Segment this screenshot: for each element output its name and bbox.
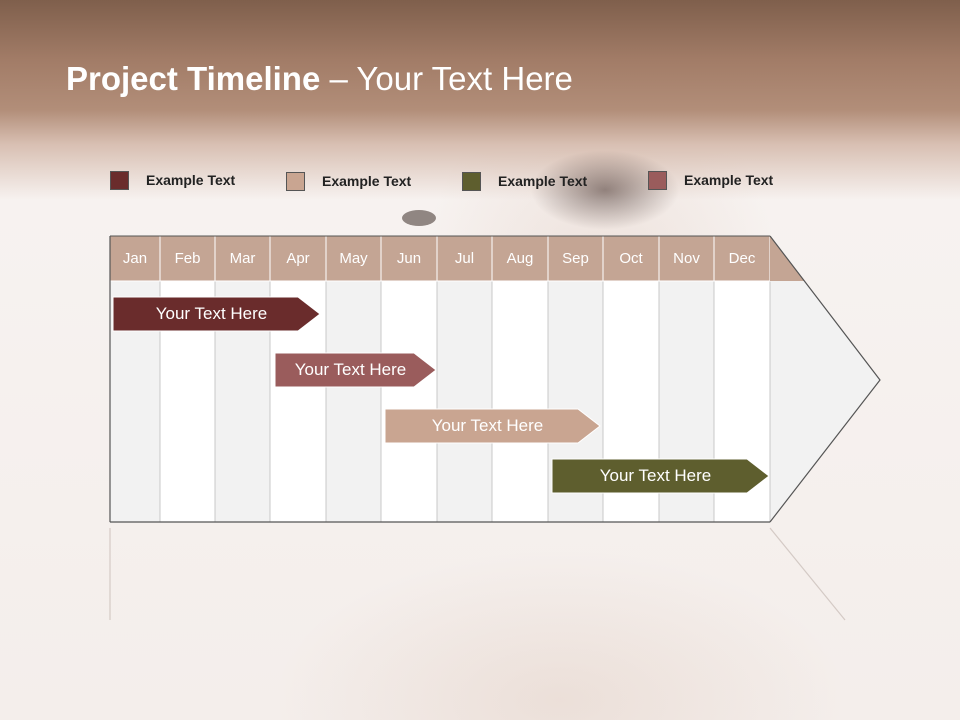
task-arrow [112, 296, 321, 332]
month-label: Oct [619, 250, 643, 267]
task-label: Your Text Here [599, 466, 712, 485]
legend-item: Example Text [462, 171, 587, 191]
photo-hair [530, 150, 680, 230]
photo-eye [402, 210, 436, 226]
legend-item: Example Text [110, 170, 235, 190]
legend-label: Example Text [322, 173, 412, 189]
legend-label: Example Text [684, 172, 774, 188]
arrow-outline [769, 235, 881, 523]
month-column [491, 280, 549, 523]
legend-item: Example Text [648, 170, 773, 190]
task-label: Your Text Here [294, 360, 407, 379]
task-arrow [274, 352, 437, 388]
task-arrow [551, 458, 770, 494]
month-label: Apr [286, 250, 310, 267]
month-label: Dec [728, 250, 756, 267]
month-header-cell [547, 235, 604, 282]
month-label: Nov [673, 250, 700, 267]
month-header-cell [214, 235, 271, 282]
month-header-cell [602, 235, 660, 282]
month-column [325, 280, 382, 523]
task-arrow [384, 408, 601, 444]
legend-swatch [462, 171, 481, 191]
slide-title: Project Timeline – Your Text Here [66, 60, 573, 98]
month-header-cell [159, 235, 216, 282]
legend-item: Example Text [286, 171, 411, 191]
month-label: Aug [506, 250, 534, 267]
arrow-body [770, 281, 880, 522]
legend-label: Example Text [498, 173, 588, 189]
legend-swatch [286, 171, 305, 191]
title-rest: – Your Text Here [320, 60, 573, 97]
task-label: Your Text Here [431, 416, 544, 435]
legend-swatch [648, 170, 667, 190]
month-label: Feb [174, 250, 201, 267]
reflection-right [769, 527, 846, 621]
month-label: Sep [562, 250, 589, 267]
month-column [380, 280, 438, 523]
month-column [436, 280, 493, 523]
month-header-cell [380, 235, 438, 282]
task-label: Your Text Here [155, 304, 268, 323]
month-label: May [339, 250, 368, 267]
month-label: Mar [229, 250, 256, 267]
month-label: Jun [396, 250, 422, 267]
month-label: Jan [122, 250, 148, 267]
month-label: Jul [454, 250, 475, 267]
header-band [0, 0, 960, 200]
legend-swatch [110, 170, 129, 190]
title-main: Project Timeline [66, 60, 321, 97]
legend-label: Example Text [146, 172, 236, 188]
